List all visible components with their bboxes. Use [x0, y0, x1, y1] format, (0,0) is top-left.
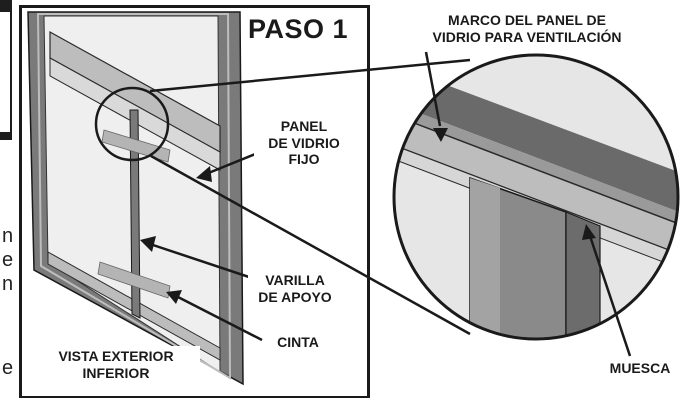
label-view-line-2: INFERIOR [82, 364, 150, 381]
step-title: PASO 1 [248, 14, 349, 44]
leader-arrows [140, 51, 632, 357]
label-support-rod: VARILLA DE APOYO [244, 272, 346, 305]
label-fixed-glass-line-3: FIJO [288, 151, 320, 168]
label-support-rod-bg [248, 272, 342, 312]
label-fixed-glass-line-2: DE VIDRIO [268, 134, 340, 151]
cropped-text-fragment: n [2, 225, 14, 247]
magnifier-connectors [149, 58, 471, 336]
label-vent-panel-frame: MARCO DEL PANEL DE VIDRIO PARA VENTILACI… [372, 12, 682, 45]
magnified-detail [394, 55, 678, 339]
label-fixed-glass-bg [254, 118, 354, 180]
window-unit [27, 11, 244, 386]
label-notch: MUESCA [609, 360, 671, 376]
cropped-text-fragment: e [2, 249, 14, 271]
label-tape-bg [266, 332, 330, 354]
step-title-bg [244, 12, 362, 46]
cropped-text-fragment: e [2, 357, 14, 379]
label-support-rod-line-1: VARILLA [265, 272, 325, 288]
adjacent-panel-crop [0, 0, 12, 140]
label-tape: CINTA [277, 334, 319, 350]
magnified-circle-outline [392, 53, 680, 341]
label-view-line-1: VISTA EXTERIOR [58, 348, 174, 364]
label-vent-panel-frame-line-1: MARCO DEL PANEL DE [448, 12, 606, 28]
label-view-bg [34, 346, 200, 392]
cropped-text-fragment: n [2, 273, 14, 295]
label-fixed-glass-panel: PANEL DE VIDRIO FIJO [252, 118, 356, 168]
label-support-rod-line-2: DE APOYO [258, 288, 332, 305]
label-view: VISTA EXTERIOR INFERIOR [30, 348, 202, 381]
label-fixed-glass-line-1: PANEL [280, 118, 328, 134]
label-vent-panel-frame-line-2: VIDRIO PARA VENTILACIÓN [432, 28, 622, 45]
